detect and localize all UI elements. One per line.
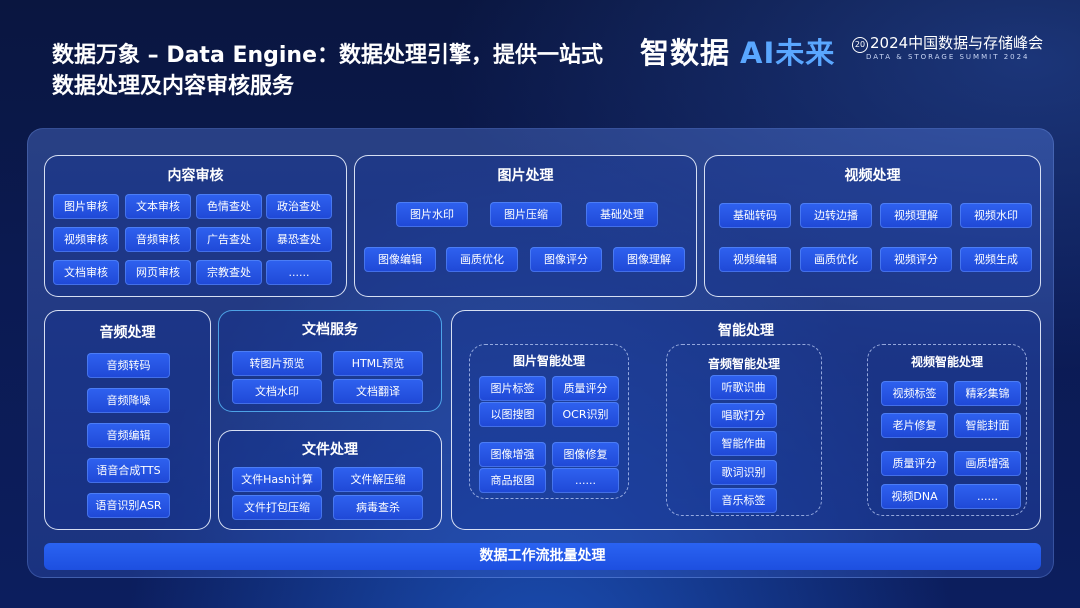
- content-review-item[interactable]: 视频审核: [53, 227, 119, 252]
- doc-service-item[interactable]: 文档水印: [232, 379, 322, 404]
- audio-processing-item[interactable]: 语音识别ASR: [87, 493, 170, 518]
- audio-processing-title: 音频处理: [99, 325, 156, 341]
- doc-service-title: 文档服务: [302, 322, 358, 338]
- audio-ai-item[interactable]: 智能作曲: [710, 431, 777, 456]
- video-processing-item[interactable]: 画质优化: [800, 247, 872, 272]
- content-review-item[interactable]: 宗教查处: [196, 260, 262, 285]
- image-processing-item[interactable]: 基础处理: [586, 202, 658, 227]
- content-review-item[interactable]: 广告查处: [196, 227, 262, 252]
- image-ai-item[interactable]: 图片标签: [479, 376, 546, 401]
- video-processing-item[interactable]: 视频水印: [960, 203, 1032, 228]
- image-processing-item[interactable]: 画质优化: [446, 247, 518, 272]
- page-title: 数据万象 – Data Engine：数据处理引擎，提供一站式数据处理及内容审核…: [52, 43, 604, 99]
- content-review-item[interactable]: 网页审核: [125, 260, 191, 285]
- image-ai-item[interactable]: 图像增强: [479, 442, 546, 467]
- doc-service-item[interactable]: HTML预览: [333, 351, 423, 376]
- video-ai-item[interactable]: 画质增强: [954, 451, 1021, 476]
- video-processing-item[interactable]: 视频评分: [880, 247, 952, 272]
- image-ai-item[interactable]: 图像修复: [552, 442, 619, 467]
- audio-ai-item[interactable]: 唱歌打分: [710, 403, 777, 428]
- audio-processing-item[interactable]: 语音合成TTS: [87, 458, 170, 483]
- file-processing-item[interactable]: 文件Hash计算: [232, 467, 322, 492]
- image-ai-title: 图片智能处理: [512, 354, 585, 368]
- video-ai-item[interactable]: 视频DNA: [881, 484, 948, 509]
- video-processing-item[interactable]: 基础转码: [719, 203, 791, 228]
- doc-service-item[interactable]: 转图片预览: [232, 351, 322, 376]
- image-processing-item[interactable]: 图像理解: [613, 247, 685, 272]
- video-ai-item[interactable]: 精彩集锦: [954, 381, 1021, 406]
- image-ai-item[interactable]: OCR识别: [552, 402, 619, 427]
- audio-processing-item[interactable]: 音频转码: [87, 353, 170, 378]
- file-processing-title: 文件处理: [302, 442, 358, 458]
- video-processing-title: 视频处理: [844, 168, 901, 184]
- file-processing-item[interactable]: 文件打包压缩: [232, 495, 322, 520]
- image-processing-item[interactable]: 图像编辑: [364, 247, 436, 272]
- audio-ai-item[interactable]: 听歌识曲: [710, 375, 777, 400]
- summit-english: DATA & STORAGE SUMMIT 2024: [866, 53, 1030, 61]
- video-ai-item[interactable]: 视频标签: [881, 381, 948, 406]
- audio-ai-group: 音频智能处理: [666, 344, 822, 516]
- content-review-item[interactable]: 暴恐查处: [266, 227, 332, 252]
- video-ai-title: 视频智能处理: [910, 355, 983, 369]
- image-ai-item[interactable]: 以图搜图: [479, 402, 546, 427]
- logo-text: 智数据: [640, 36, 731, 70]
- video-processing-item[interactable]: 视频生成: [960, 247, 1032, 272]
- video-ai-item[interactable]: 老片修复: [881, 413, 948, 438]
- content-review-item[interactable]: 文本审核: [125, 194, 191, 219]
- summit-badge-icon: 20: [852, 37, 868, 53]
- content-review-item[interactable]: 音频审核: [125, 227, 191, 252]
- audio-processing-item[interactable]: 音频降噪: [87, 388, 170, 413]
- audio-ai-item[interactable]: 音乐标签: [710, 488, 777, 513]
- audio-ai-title: 音频智能处理: [707, 357, 780, 371]
- audio-ai-item[interactable]: 歌词识别: [710, 460, 777, 485]
- video-ai-item[interactable]: 智能封面: [954, 413, 1021, 438]
- image-ai-item[interactable]: 质量评分: [552, 376, 619, 401]
- workflow-bar[interactable]: 数据工作流批量处理: [44, 543, 1041, 570]
- file-processing-item[interactable]: 病毒查杀: [333, 495, 423, 520]
- video-ai-item[interactable]: 质量评分: [881, 451, 948, 476]
- file-processing-item[interactable]: 文件解压缩: [333, 467, 423, 492]
- video-processing-item[interactable]: 视频理解: [880, 203, 952, 228]
- doc-service-item[interactable]: 文档翻译: [333, 379, 423, 404]
- content-review-item[interactable]: 文档审核: [53, 260, 119, 285]
- image-processing-title: 图片处理: [497, 168, 554, 184]
- event-logo: 智数据 AI未来: [640, 30, 835, 72]
- audio-processing-item[interactable]: 音频编辑: [87, 423, 170, 448]
- video-ai-item[interactable]: ......: [954, 484, 1021, 509]
- image-ai-group: 图片智能处理: [469, 344, 629, 499]
- content-review-title: 内容审核: [167, 168, 224, 184]
- content-review-item[interactable]: ......: [266, 260, 332, 285]
- content-review-item[interactable]: 图片审核: [53, 194, 119, 219]
- content-review-item[interactable]: 色情查处: [196, 194, 262, 219]
- logo-ai-text: AI未来: [740, 36, 836, 70]
- video-processing-item[interactable]: 视频编辑: [719, 247, 791, 272]
- video-processing-item[interactable]: 边转边播: [800, 203, 872, 228]
- image-processing-item[interactable]: 图片压缩: [490, 202, 562, 227]
- summit-title: 2024中国数据与存储峰会: [870, 34, 1044, 52]
- video-ai-group: 视频智能处理: [867, 344, 1027, 516]
- content-review-item[interactable]: 政治查处: [266, 194, 332, 219]
- image-processing-item[interactable]: 图片水印: [396, 202, 468, 227]
- image-processing-item[interactable]: 图像评分: [530, 247, 602, 272]
- image-ai-item[interactable]: 商品抠图: [479, 468, 546, 493]
- smart-processing-title: 智能处理: [718, 323, 774, 339]
- image-ai-item[interactable]: ......: [552, 468, 619, 493]
